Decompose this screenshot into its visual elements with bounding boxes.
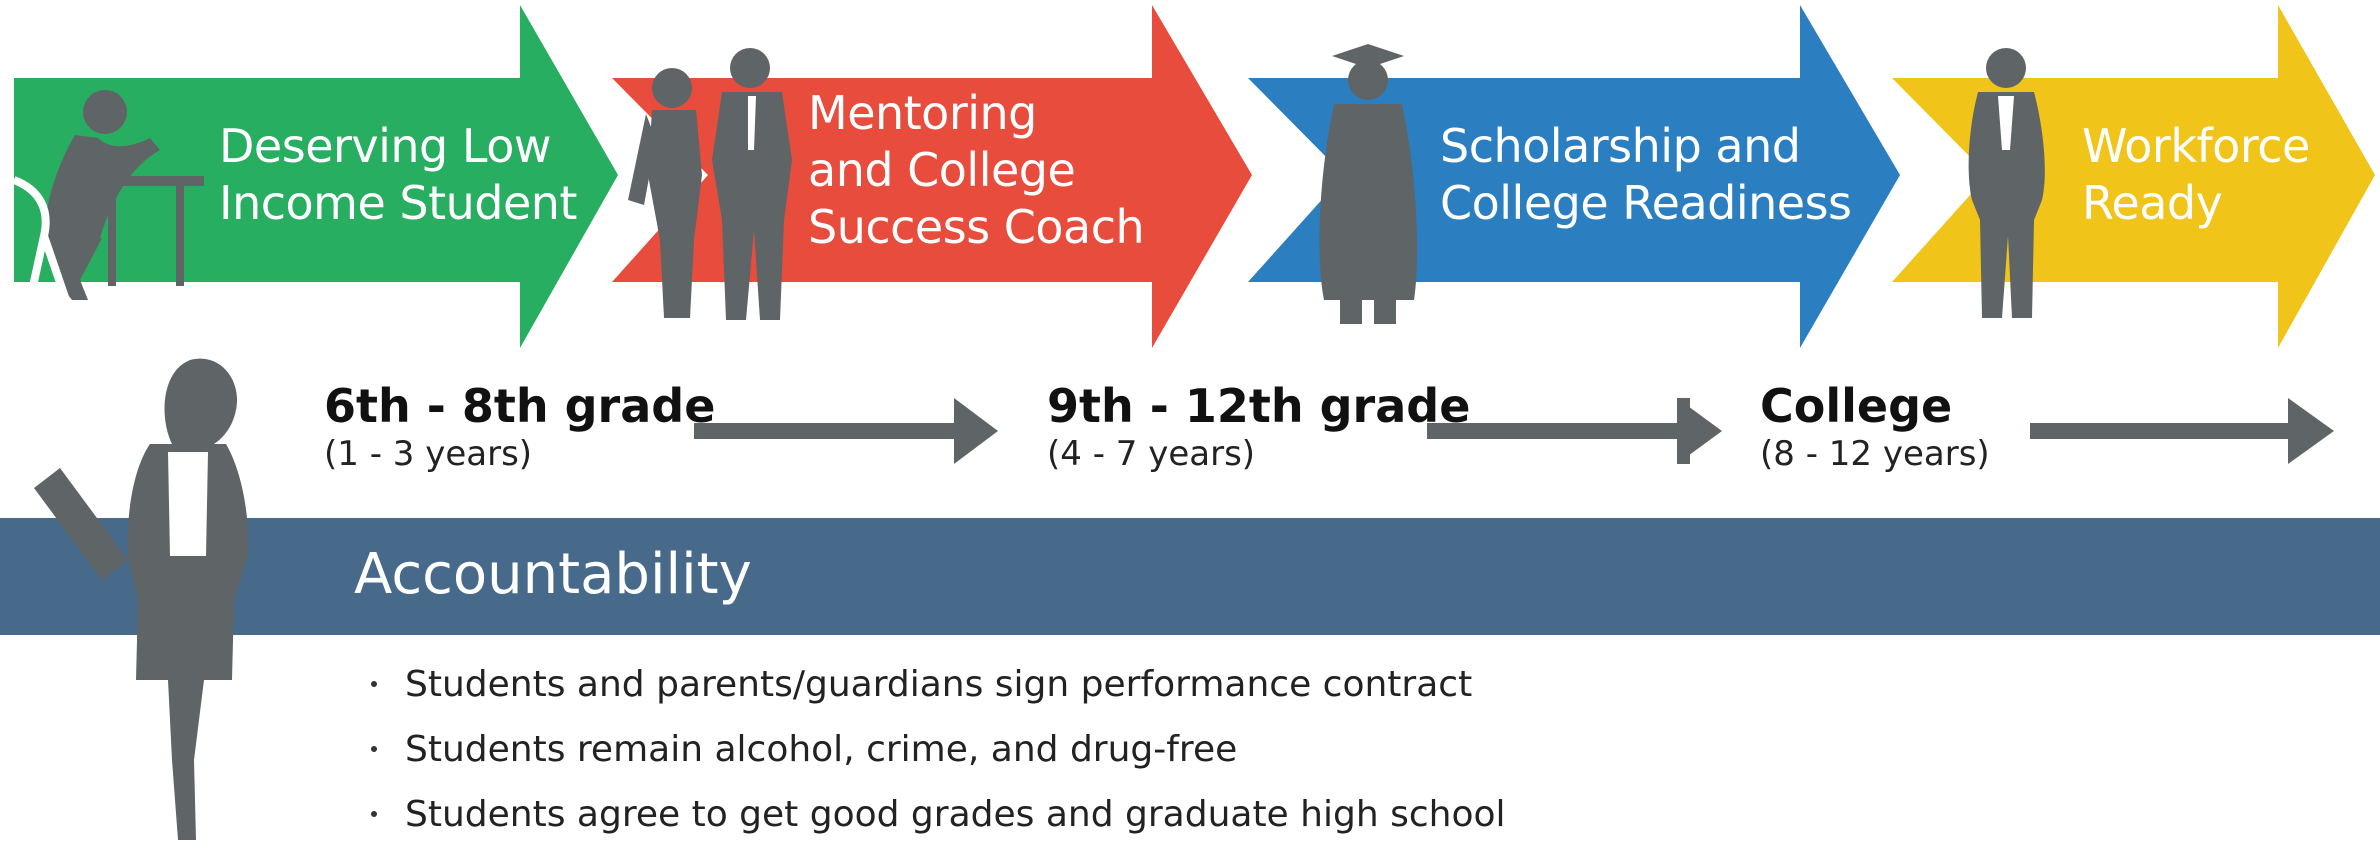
list-item: Students remain alcohol, crime, and drug… — [365, 717, 1506, 782]
mentor-and-student-icon — [628, 48, 792, 320]
list-item: Students agree to get good grades and gr… — [365, 782, 1506, 847]
step-label-deserving: Deserving Low Income Student — [219, 118, 577, 232]
graduate-icon — [1319, 44, 1418, 324]
stage-connector-2 — [1427, 398, 1722, 464]
stage-years: (1 - 3 years) — [324, 434, 533, 474]
step-label-line: and College — [808, 143, 1076, 197]
step-label-line: Workforce — [2082, 119, 2310, 173]
stage-years: (4 - 7 years) — [1047, 434, 1256, 474]
tie-icon — [748, 96, 756, 150]
bullet-icon — [371, 681, 377, 687]
student-at-desk-icon — [46, 90, 204, 300]
step-label-line: Scholarship and — [1440, 119, 1801, 173]
step-label-scholarship: Scholarship and College Readiness — [1440, 118, 1852, 232]
stage-connector-3 — [2030, 398, 2334, 464]
step-label-line: College Readiness — [1440, 176, 1852, 230]
list-item-text: Students and parents/guardians sign perf… — [405, 664, 1473, 705]
woman-with-clipboard-icon — [34, 358, 249, 840]
list-item-text: Students remain alcohol, crime, and drug… — [405, 729, 1238, 770]
accountability-list: Students and parents/guardians sign perf… — [365, 652, 1506, 847]
step-label-line: Mentoring — [808, 86, 1037, 140]
stage-middle-school: 6th - 8th grade (1 - 3 years) — [324, 380, 715, 476]
woman-blouse-icon — [168, 452, 208, 556]
list-item: Students and parents/guardians sign perf… — [365, 652, 1506, 717]
stage-name: College — [1760, 379, 1953, 433]
step-label-mentoring: Mentoring and College Success Coach — [808, 85, 1145, 256]
stage-high-school: 9th - 12th grade (4 - 7 years) — [1047, 380, 1470, 476]
chair-icon — [12, 176, 70, 302]
accountability-band — [0, 518, 2380, 635]
step-label-line: Ready — [2082, 176, 2223, 230]
stage-college: College (8 - 12 years) — [1760, 380, 1990, 476]
professional-icon — [1968, 48, 2045, 318]
stage-name: 9th - 12th grade — [1047, 379, 1471, 433]
stage-name: 6th - 8th grade — [324, 379, 716, 433]
step-label-workforce: Workforce Ready — [2082, 118, 2310, 232]
bullet-icon — [371, 746, 377, 752]
shirt-icon — [1998, 96, 2014, 150]
bullet-icon — [371, 811, 377, 817]
stage-connector-1 — [694, 398, 998, 464]
stage-years: (8 - 12 years) — [1760, 434, 1990, 474]
list-item-text: Students agree to get good grades and gr… — [405, 794, 1506, 835]
step-label-line: Deserving Low — [219, 119, 551, 173]
step-arrow-green — [14, 5, 618, 348]
accountability-title: Accountability — [354, 542, 752, 607]
step-label-line: Success Coach — [808, 200, 1145, 254]
step-label-line: Income Student — [219, 176, 577, 230]
